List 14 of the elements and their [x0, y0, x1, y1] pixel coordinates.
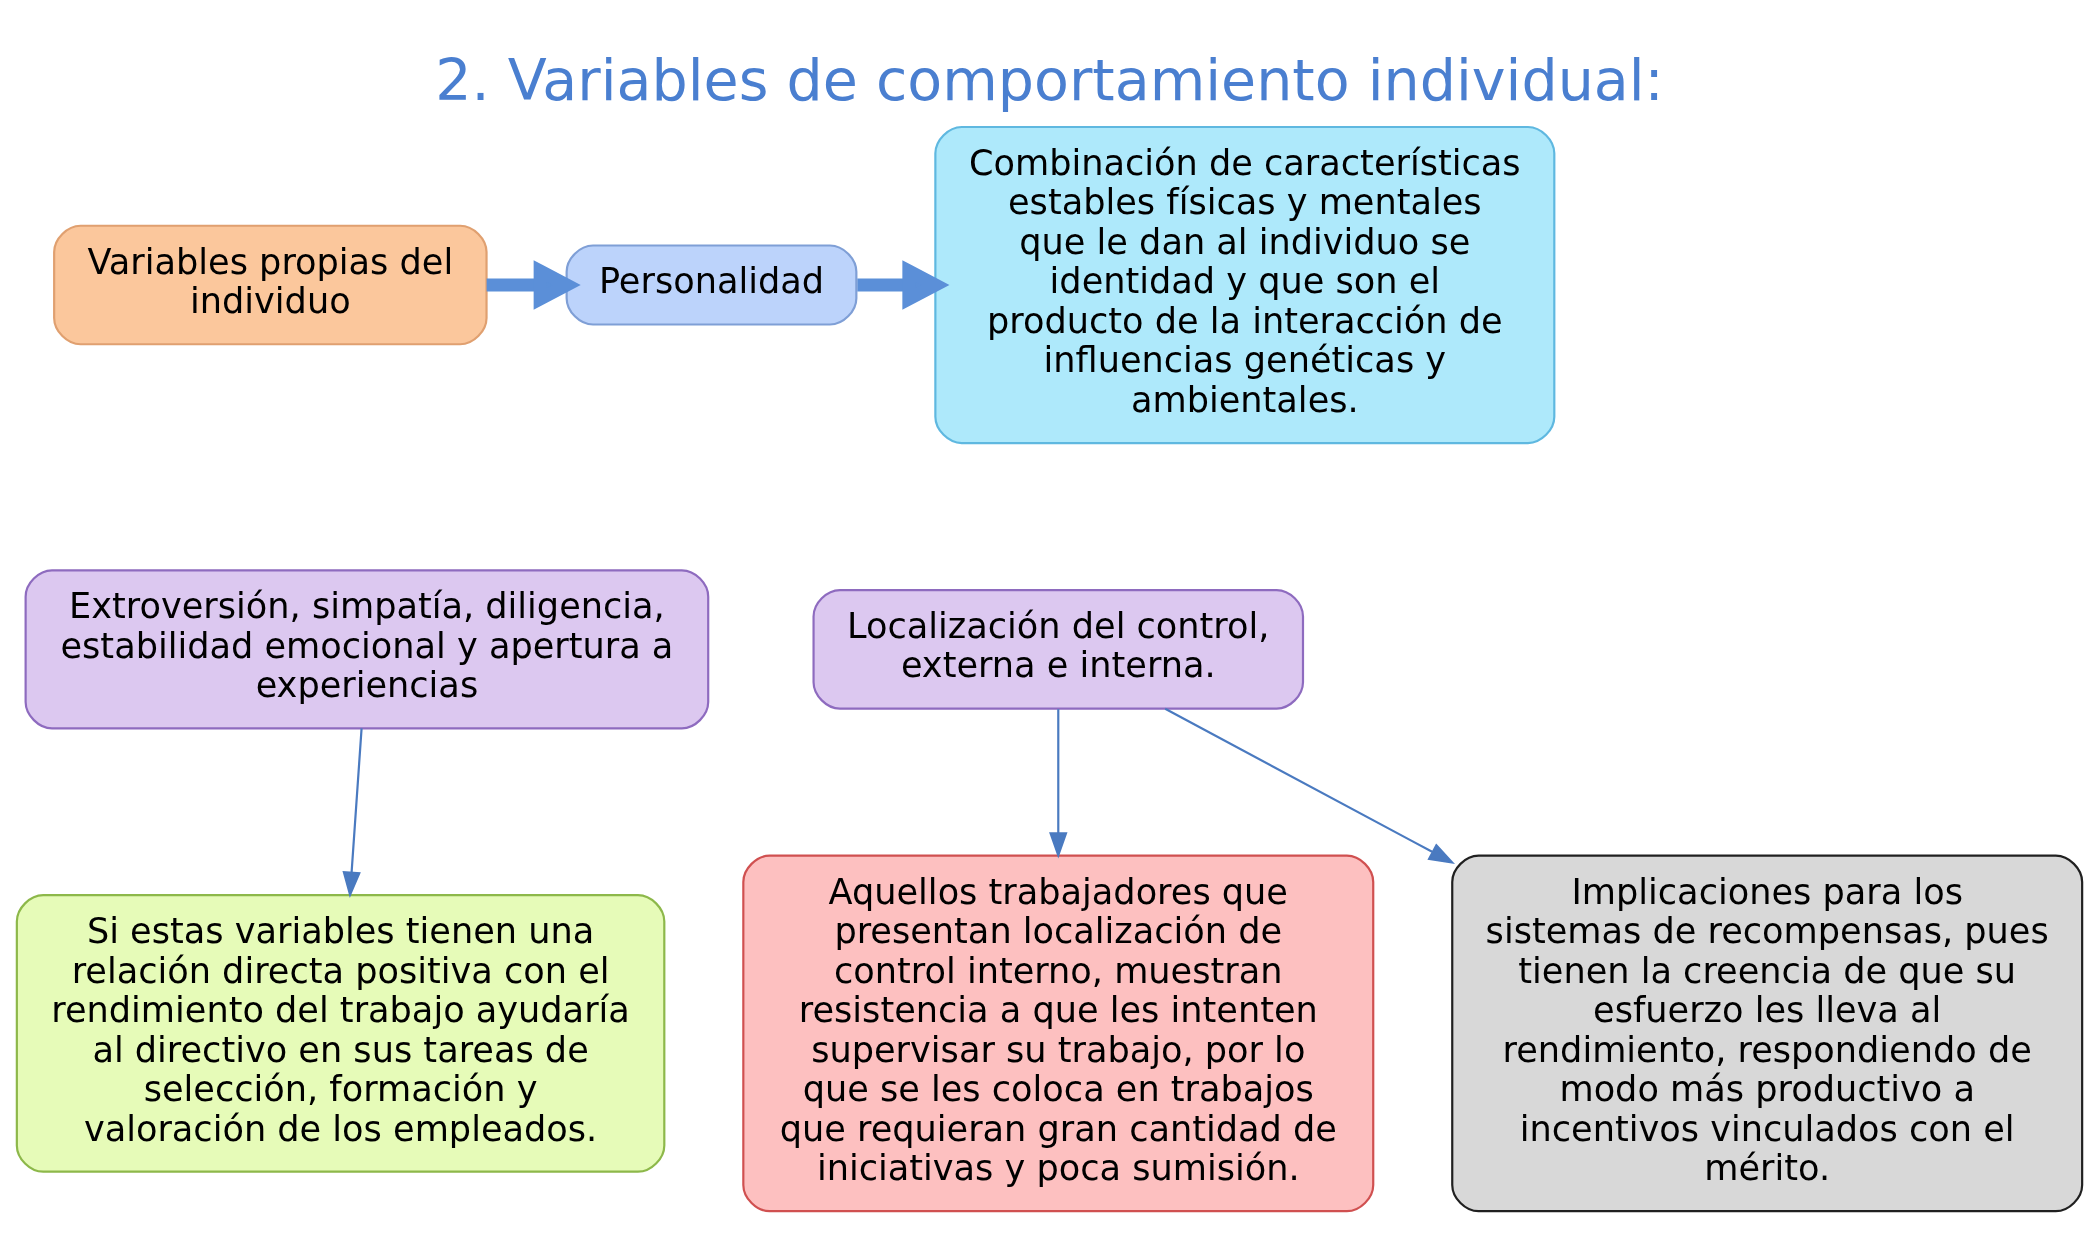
arrow	[342, 728, 363, 898]
node-box: Si estas variables tienen una relación directa positiva con el rendimiento del trabajo ayudaría al directivo en sus tareas de selección, formación y valoración de los empleados.	[15, 894, 666, 1173]
node-box: Extroversión, simpatía, diligencia, estabilidad emocional y apertura a experiencias	[24, 569, 710, 730]
arrow	[857, 260, 950, 310]
diagram-title: 2. Variables de comportamiento individual:	[435, 47, 1664, 114]
node-box: Variables propias del individuo	[53, 224, 488, 346]
node-box: Personalidad	[565, 244, 858, 326]
node-box: Localización del control, externa e interna.	[812, 589, 1305, 710]
node-box: Combinación de características estables físicas y mentales que le dan al individuo se identidad y que son el producto de la interacción de influencias genéticas y ambientales.	[934, 125, 1556, 445]
node-box: Implicaciones para los sistemas de recompensas, pues tienen la creencia de que su esfuerzo les lleva al rendimiento, respondiendo de modo más productivo a incentivos vinculados con el mérito.	[1451, 854, 2084, 1213]
arrow	[486, 260, 581, 310]
arrow	[1164, 707, 1455, 865]
node-box: Aquellos trabajadores que presentan localización de control interno, muestran resistencia a que les intenten supervisar su trabajo, por lo que se les coloca en trabajos que requieran gran cantidad de iniciativas y poca sumisión.	[742, 854, 1375, 1213]
arrow	[1049, 709, 1068, 859]
